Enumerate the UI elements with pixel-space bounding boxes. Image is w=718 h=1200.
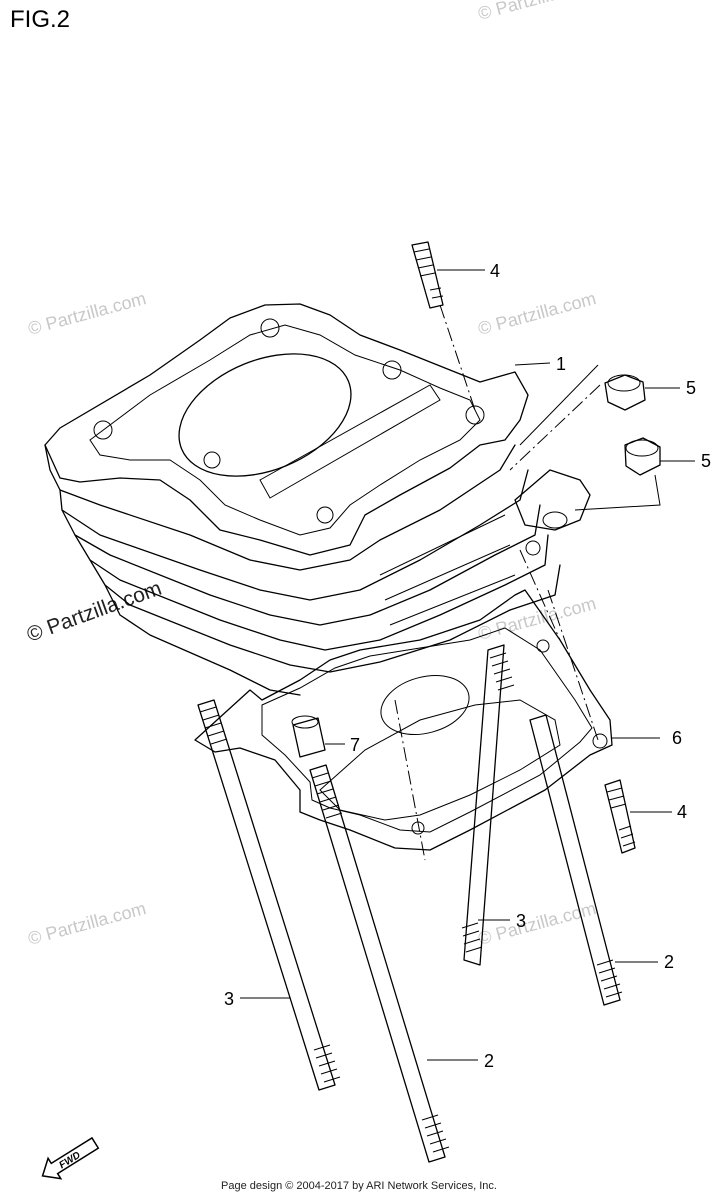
callout-3: 3 <box>224 989 234 1009</box>
nut-lower <box>624 437 661 476</box>
stud-upper <box>411 241 444 309</box>
callout-3: 3 <box>516 911 526 931</box>
fwd-arrow-icon: FWD <box>41 1136 100 1180</box>
leader-lines <box>240 269 695 1061</box>
page-footer: Page design © 2004-2017 by ARI Network S… <box>221 1180 497 1192</box>
cylinder-block <box>44 303 591 696</box>
callout-7: 7 <box>350 735 360 755</box>
callout-5: 5 <box>701 451 711 471</box>
stud-lower <box>604 779 636 854</box>
callout-2: 2 <box>664 952 674 972</box>
callout-5: 5 <box>686 378 696 398</box>
watermark: © Partzilla.com <box>24 577 165 647</box>
watermark: © Partzilla.com <box>476 0 598 24</box>
base-gasket <box>194 589 613 851</box>
callout-2: 2 <box>484 1051 494 1071</box>
callout-4: 4 <box>490 261 500 281</box>
callout-4: 4 <box>677 802 687 822</box>
figure-title: FIG.2 <box>10 6 71 33</box>
callout-1: 1 <box>556 354 566 374</box>
callouts: 1 2 2 3 3 4 4 5 5 6 7 <box>224 261 711 1071</box>
nut-upper <box>604 374 646 411</box>
watermark: © Partzilla.com <box>26 288 148 339</box>
watermark: © Partzilla.com <box>476 288 598 339</box>
long-stud-center <box>309 764 450 1163</box>
long-stud-left <box>197 699 341 1091</box>
dowel-pin <box>291 715 326 758</box>
callout-6: 6 <box>672 728 682 748</box>
watermark: © Partzilla.com <box>476 898 598 949</box>
long-stud-right <box>529 714 623 1006</box>
long-stud-rear <box>461 644 515 966</box>
nut-leader-frame <box>519 364 661 511</box>
watermark: © Partzilla.com <box>26 898 148 949</box>
center-lines <box>394 304 601 861</box>
